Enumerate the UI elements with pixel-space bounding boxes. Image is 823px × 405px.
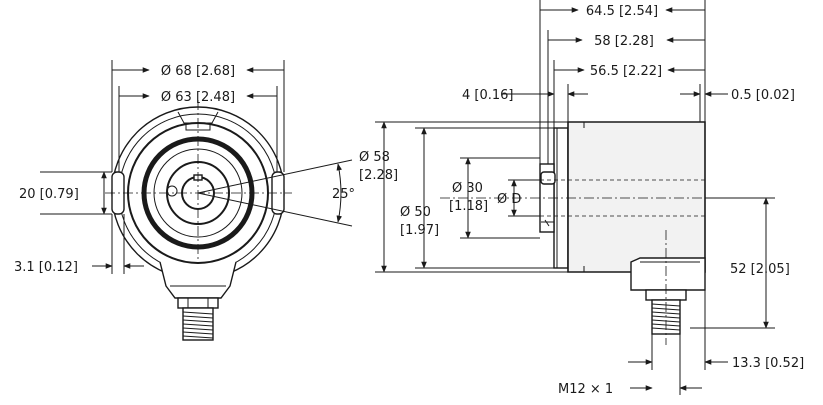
front-connector-thread [182,307,214,341]
label-side-thread: M12 × 1 [558,382,613,397]
label-side-connector-height: 52 [2.05] [730,262,790,277]
label-front-slot-height: 20 [0.79] [19,187,79,202]
label-front-angle: 25° [332,187,355,202]
label-side-dia-50-line1: Ø 50 [400,205,431,220]
front-view [40,60,353,341]
label-side-dia-58-line1: Ø 58 [359,150,390,165]
front-connector-housing [159,261,237,299]
side-clamp-screw [540,171,556,185]
front-angle-line-upper [197,159,353,194]
side-connector-housing [630,257,706,291]
label-side-length-56: 56.5 [2.22] [590,64,662,79]
label-side-dia-58-line2: [2.28] [359,168,398,183]
label-side-connector-offset: 13.3 [0.52] [732,356,804,371]
side-main-body [567,121,706,273]
label-side-flange: 4 [0.16] [462,88,514,103]
label-side-length-58: 58 [2.28] [594,34,654,49]
label-side-gap: 0.5 [0.02] [731,88,795,103]
label-front-outer-dia: Ø 68 [2.68] [161,64,235,79]
label-front-slot-width: 3.1 [0.12] [14,260,78,275]
label-side-dia-30-line1: Ø 30 [452,181,483,196]
side-view [375,0,775,395]
front-angle-arc [336,163,343,223]
label-side-dia-30-line2: [1.18] [449,199,488,214]
front-connector-nut [177,297,219,309]
front-top-notch-inner [185,123,211,131]
label-side-dia-50-line2: [1.97] [400,223,439,238]
label-side-length-total: 64.5 [2.54] [586,4,658,19]
front-angle-line-lower [197,192,353,227]
front-set-screw [166,185,178,197]
label-front-inner-dia: Ø 63 [2.48] [161,90,235,105]
label-side-bore: Ø D [497,192,521,207]
